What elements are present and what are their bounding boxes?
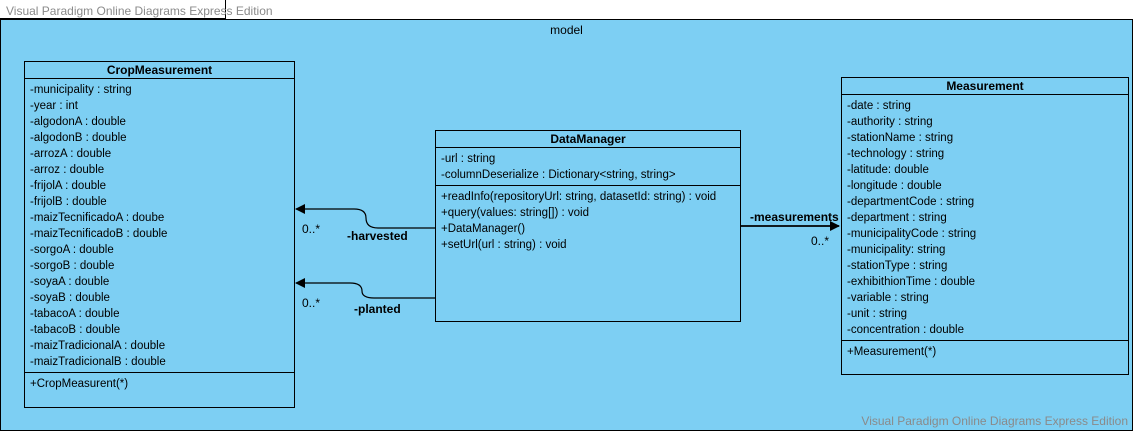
planted-association-line <box>295 278 435 299</box>
attribute: -authority : string <box>847 116 933 128</box>
attribute: -tabacoA : double <box>30 308 120 320</box>
class-name: CropMeasurement <box>25 62 294 79</box>
attribute-list: -date : string -authority : string -stat… <box>842 95 1128 341</box>
attribute: -sorgoB : double <box>30 260 115 272</box>
attribute: -municipality: string <box>847 244 946 256</box>
attribute: -latitude: double <box>847 164 929 176</box>
attribute-list: -url : string -columnDeserialize : Dicti… <box>436 148 740 186</box>
attribute: -maizTecnificadoA : doube <box>30 212 165 224</box>
attribute-list: -municipality : string -year : int -algo… <box>25 79 294 373</box>
attribute: -frijolB : double <box>30 196 107 208</box>
measurements-role: -measurements <box>750 210 839 224</box>
attribute: -arrozA : double <box>30 148 112 160</box>
attribute: -arroz : double <box>30 164 105 176</box>
harvested-role: -harvested <box>347 229 408 243</box>
attribute: -maizTradicionalA : double <box>30 340 166 352</box>
attribute: -unit : string <box>847 308 908 320</box>
attribute: -soyaA : double <box>30 276 110 288</box>
attribute: -columnDeserialize : Dictionary<string, … <box>441 169 676 181</box>
attribute: -date : string <box>847 100 911 112</box>
operation: +CropMeasurent(*) <box>30 378 129 390</box>
attribute: -maizTradicionalB : double <box>30 356 166 368</box>
harvested-multiplicity: 0..* <box>302 222 321 236</box>
attribute: -algodonB : double <box>30 132 127 144</box>
attribute: -tabacoB : double <box>30 324 121 336</box>
measurements-multiplicity: 0..* <box>811 234 830 248</box>
class-measurement[interactable]: Measurement -date : string -authority : … <box>841 77 1129 375</box>
operation-list: +CropMeasurent(*) <box>25 373 294 394</box>
attribute: -variable : string <box>847 292 929 304</box>
class-crop-measurement[interactable]: CropMeasurement -municipality : string -… <box>24 61 295 408</box>
harvested-association-line <box>295 204 435 229</box>
attribute: -sorgoA : double <box>30 244 114 256</box>
attribute: -year : int <box>30 100 78 112</box>
watermark-top-text: Visual Paradigm Online Diagrams Express … <box>6 4 273 18</box>
attribute: -frijolA : double <box>30 180 107 192</box>
operation-list: +Measurement(*) <box>842 341 1128 362</box>
class-name: Measurement <box>842 78 1128 95</box>
package-title: model <box>550 23 583 37</box>
watermark-bottom: Visual Paradigm Online Diagrams Express … <box>861 414 1128 428</box>
planted-multiplicity: 0..* <box>302 296 321 310</box>
class-data-manager[interactable]: DataManager -url : string -columnDeseria… <box>435 130 741 322</box>
attribute: -maizTecnificadoB : double <box>30 228 168 240</box>
attribute: -stationName : string <box>847 132 954 144</box>
operation-list: +readInfo(repositoryUrl: string, dataset… <box>436 186 740 255</box>
attribute: -departmentCode : string <box>847 196 975 208</box>
operation: +Measurement(*) <box>847 346 937 358</box>
operation: +DataManager() <box>441 223 526 235</box>
attribute: -stationType : string <box>847 260 948 272</box>
attribute: -algodonA : double <box>30 116 126 128</box>
operation: +readInfo(repositoryUrl: string, dataset… <box>441 191 717 203</box>
attribute: -soyaB : double <box>30 292 110 304</box>
attribute: -url : string <box>441 153 496 165</box>
attribute: -technology : string <box>847 148 945 160</box>
attribute: -concentration : double <box>847 324 964 336</box>
operation: +query(values: string[]) : void <box>441 207 589 219</box>
attribute: -municipalityCode : string <box>847 228 977 240</box>
class-name: DataManager <box>436 131 740 148</box>
watermark-top: Visual Paradigm Online Diagrams Express … <box>0 0 273 19</box>
attribute: -municipality : string <box>30 84 132 96</box>
attribute: -department : string <box>847 212 947 224</box>
planted-role: -planted <box>354 302 401 316</box>
attribute: -exhibithionTime : double <box>847 276 976 288</box>
attribute: -longitude : double <box>847 180 942 192</box>
operation: +setUrl(url : string) : void <box>441 239 567 251</box>
